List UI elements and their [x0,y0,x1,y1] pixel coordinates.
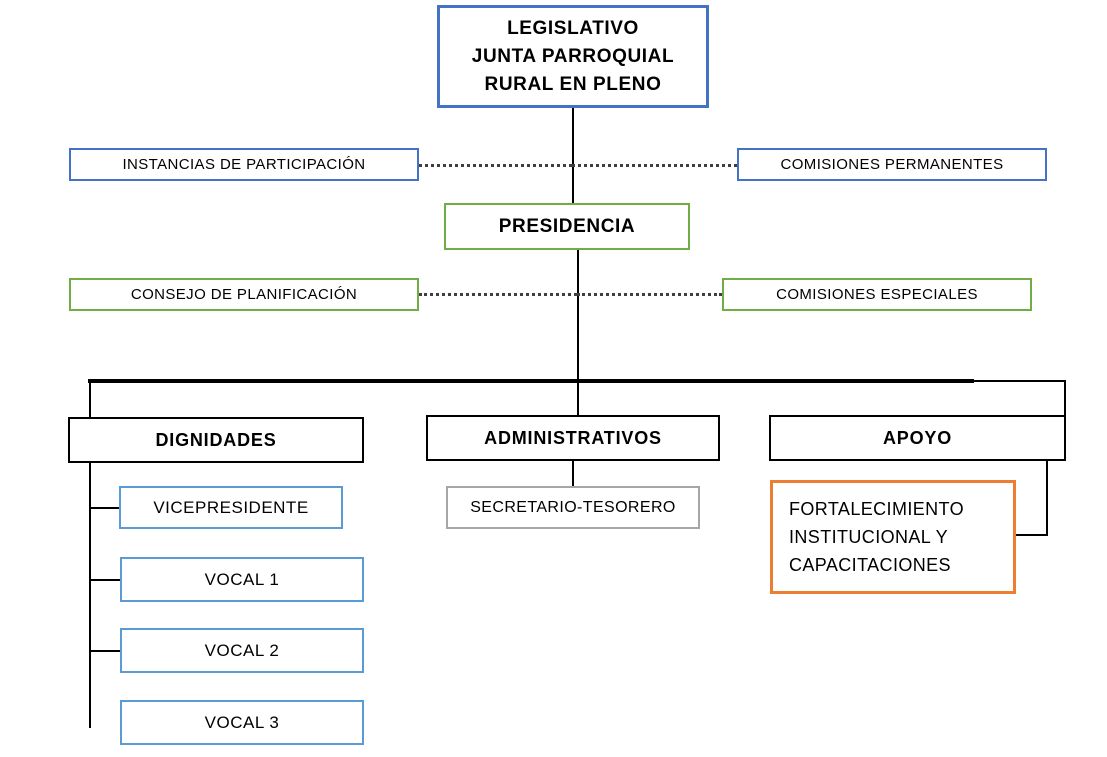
connector-distribution-bar [88,379,974,383]
node-consejo-planificacion[interactable]: CONSEJO DE PLANIFICACIÓN [69,278,419,311]
connector-distribution-bar-right [974,380,1066,382]
node-apoyo[interactable]: APOYO [769,415,1066,461]
connector-drop-dignidades [89,379,91,417]
connector-dotted-comisiones-permanentes [572,164,737,167]
node-instancias-participacion[interactable]: INSTANCIAS DE PARTICIPACIÓN [69,148,419,181]
node-dignidades-label: DIGNIDADES [155,429,277,450]
connector-apoyo-drop [1046,461,1048,535]
connector-dotted-consejo [419,293,577,296]
node-consejo-planificacion-label: CONSEJO DE PLANIFICACIÓN [130,286,358,303]
node-vocal-1-label: VOCAL 1 [204,569,280,589]
node-vicepresidente[interactable]: VICEPRESIDENTE [119,486,343,529]
node-vicepresidente-label: VICEPRESIDENTE [153,497,309,517]
connector-drop-administrativos [577,379,579,415]
connector-dotted-instancias [419,164,572,167]
node-fortalecimiento-institucional[interactable]: FORTALECIMIENTO INSTITUCIONAL Y CAPACITA… [770,480,1016,594]
node-comisiones-permanentes[interactable]: COMISIONES PERMANENTES [737,148,1047,181]
connector-legislativo-presidencia [572,108,574,204]
connector-rail-dignidades [89,417,91,728]
node-fortalecimiento-institucional-label: FORTALECIMIENTO INSTITUCIONAL Y CAPACITA… [789,499,965,575]
node-presidencia[interactable]: PRESIDENCIA [444,203,690,250]
node-vocal-2-label: VOCAL 2 [204,640,280,660]
node-legislativo-label: LEGISLATIVO JUNTA PARROQUIAL RURAL EN PL… [471,17,675,95]
connector-branch-vocal-1 [89,579,121,581]
node-administrativos[interactable]: ADMINISTRATIVOS [426,415,720,461]
connector-apoyo-fortalecimiento [1016,534,1048,536]
node-dignidades[interactable]: DIGNIDADES [68,417,364,463]
node-vocal-2[interactable]: VOCAL 2 [120,628,364,673]
node-secretario-tesorero[interactable]: SECRETARIO-TESORERO [446,486,700,529]
node-comisiones-permanentes-label: COMISIONES PERMANENTES [780,156,1004,173]
node-vocal-3[interactable]: VOCAL 3 [120,700,364,745]
connector-dotted-comisiones-especiales [577,293,722,296]
connector-branch-vocal-2 [89,650,121,652]
connector-administrativos-secretario [572,461,574,486]
node-instancias-participacion-label: INSTANCIAS DE PARTICIPACIÓN [122,156,366,173]
node-presidencia-label: PRESIDENCIA [498,215,636,237]
node-comisiones-especiales[interactable]: COMISIONES ESPECIALES [722,278,1032,311]
node-secretario-tesorero-label: SECRETARIO-TESORERO [470,498,676,516]
node-administrativos-label: ADMINISTRATIVOS [484,427,662,448]
node-vocal-1[interactable]: VOCAL 1 [120,557,364,602]
connector-drop-apoyo [1064,380,1066,415]
node-apoyo-label: APOYO [882,427,952,448]
node-legislativo[interactable]: LEGISLATIVO JUNTA PARROQUIAL RURAL EN PL… [437,5,709,108]
node-vocal-3-label: VOCAL 3 [204,712,280,732]
connector-presidencia-distribution [577,250,579,381]
node-comisiones-especiales-label: COMISIONES ESPECIALES [776,286,978,303]
connector-branch-vicepresidente [89,507,120,509]
